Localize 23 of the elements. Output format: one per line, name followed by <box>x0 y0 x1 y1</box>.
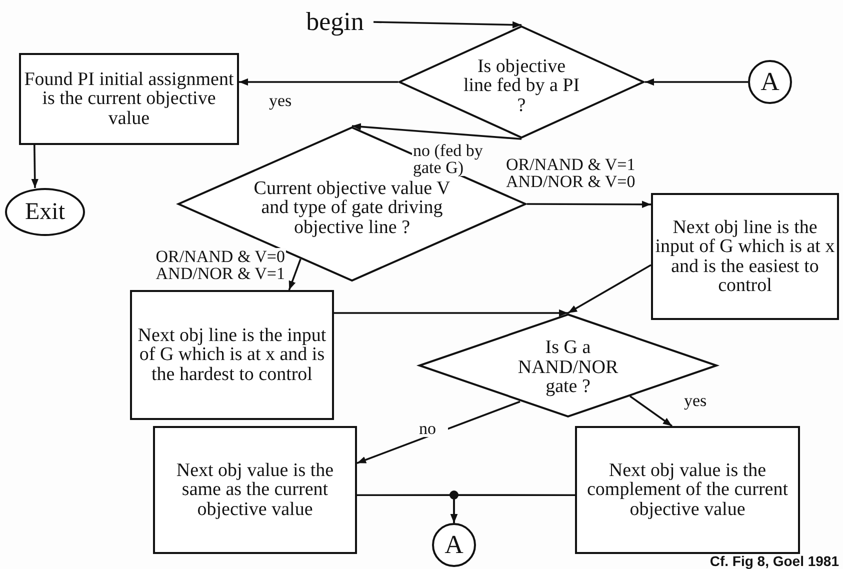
process-box: Next obj value is the same as the current objective value <box>153 426 357 554</box>
process-box: Found PI initial assignment is the current objective value <box>19 53 239 145</box>
arrow <box>356 400 520 464</box>
decision-diamond: Is objective line fed by a PI ? <box>398 25 645 139</box>
arrow <box>645 78 748 86</box>
citation-note: Cf. Fig 8, Goel 1981 <box>710 553 839 569</box>
arrow <box>450 494 575 523</box>
start-label: begin <box>300 6 370 38</box>
arrow <box>373 21 522 28</box>
terminal-ellipse: Exit <box>5 188 85 236</box>
arrow <box>334 309 568 317</box>
arrow <box>239 78 398 86</box>
arrow <box>630 396 672 427</box>
process-box: Next obj line is the input of G which is at x and is the easiest to control <box>651 193 839 320</box>
arrow <box>527 200 651 208</box>
arrow <box>568 264 652 314</box>
connector-circle: A <box>432 523 476 567</box>
process-box: Next obj line is the input of G which is at x and is the hardest to control <box>130 290 334 420</box>
arrow <box>352 123 522 140</box>
arrow <box>31 144 38 188</box>
connector-circle: A <box>748 60 792 104</box>
arrow <box>288 258 302 290</box>
process-box: Next obj value is the complement of the current objective value <box>575 426 800 554</box>
